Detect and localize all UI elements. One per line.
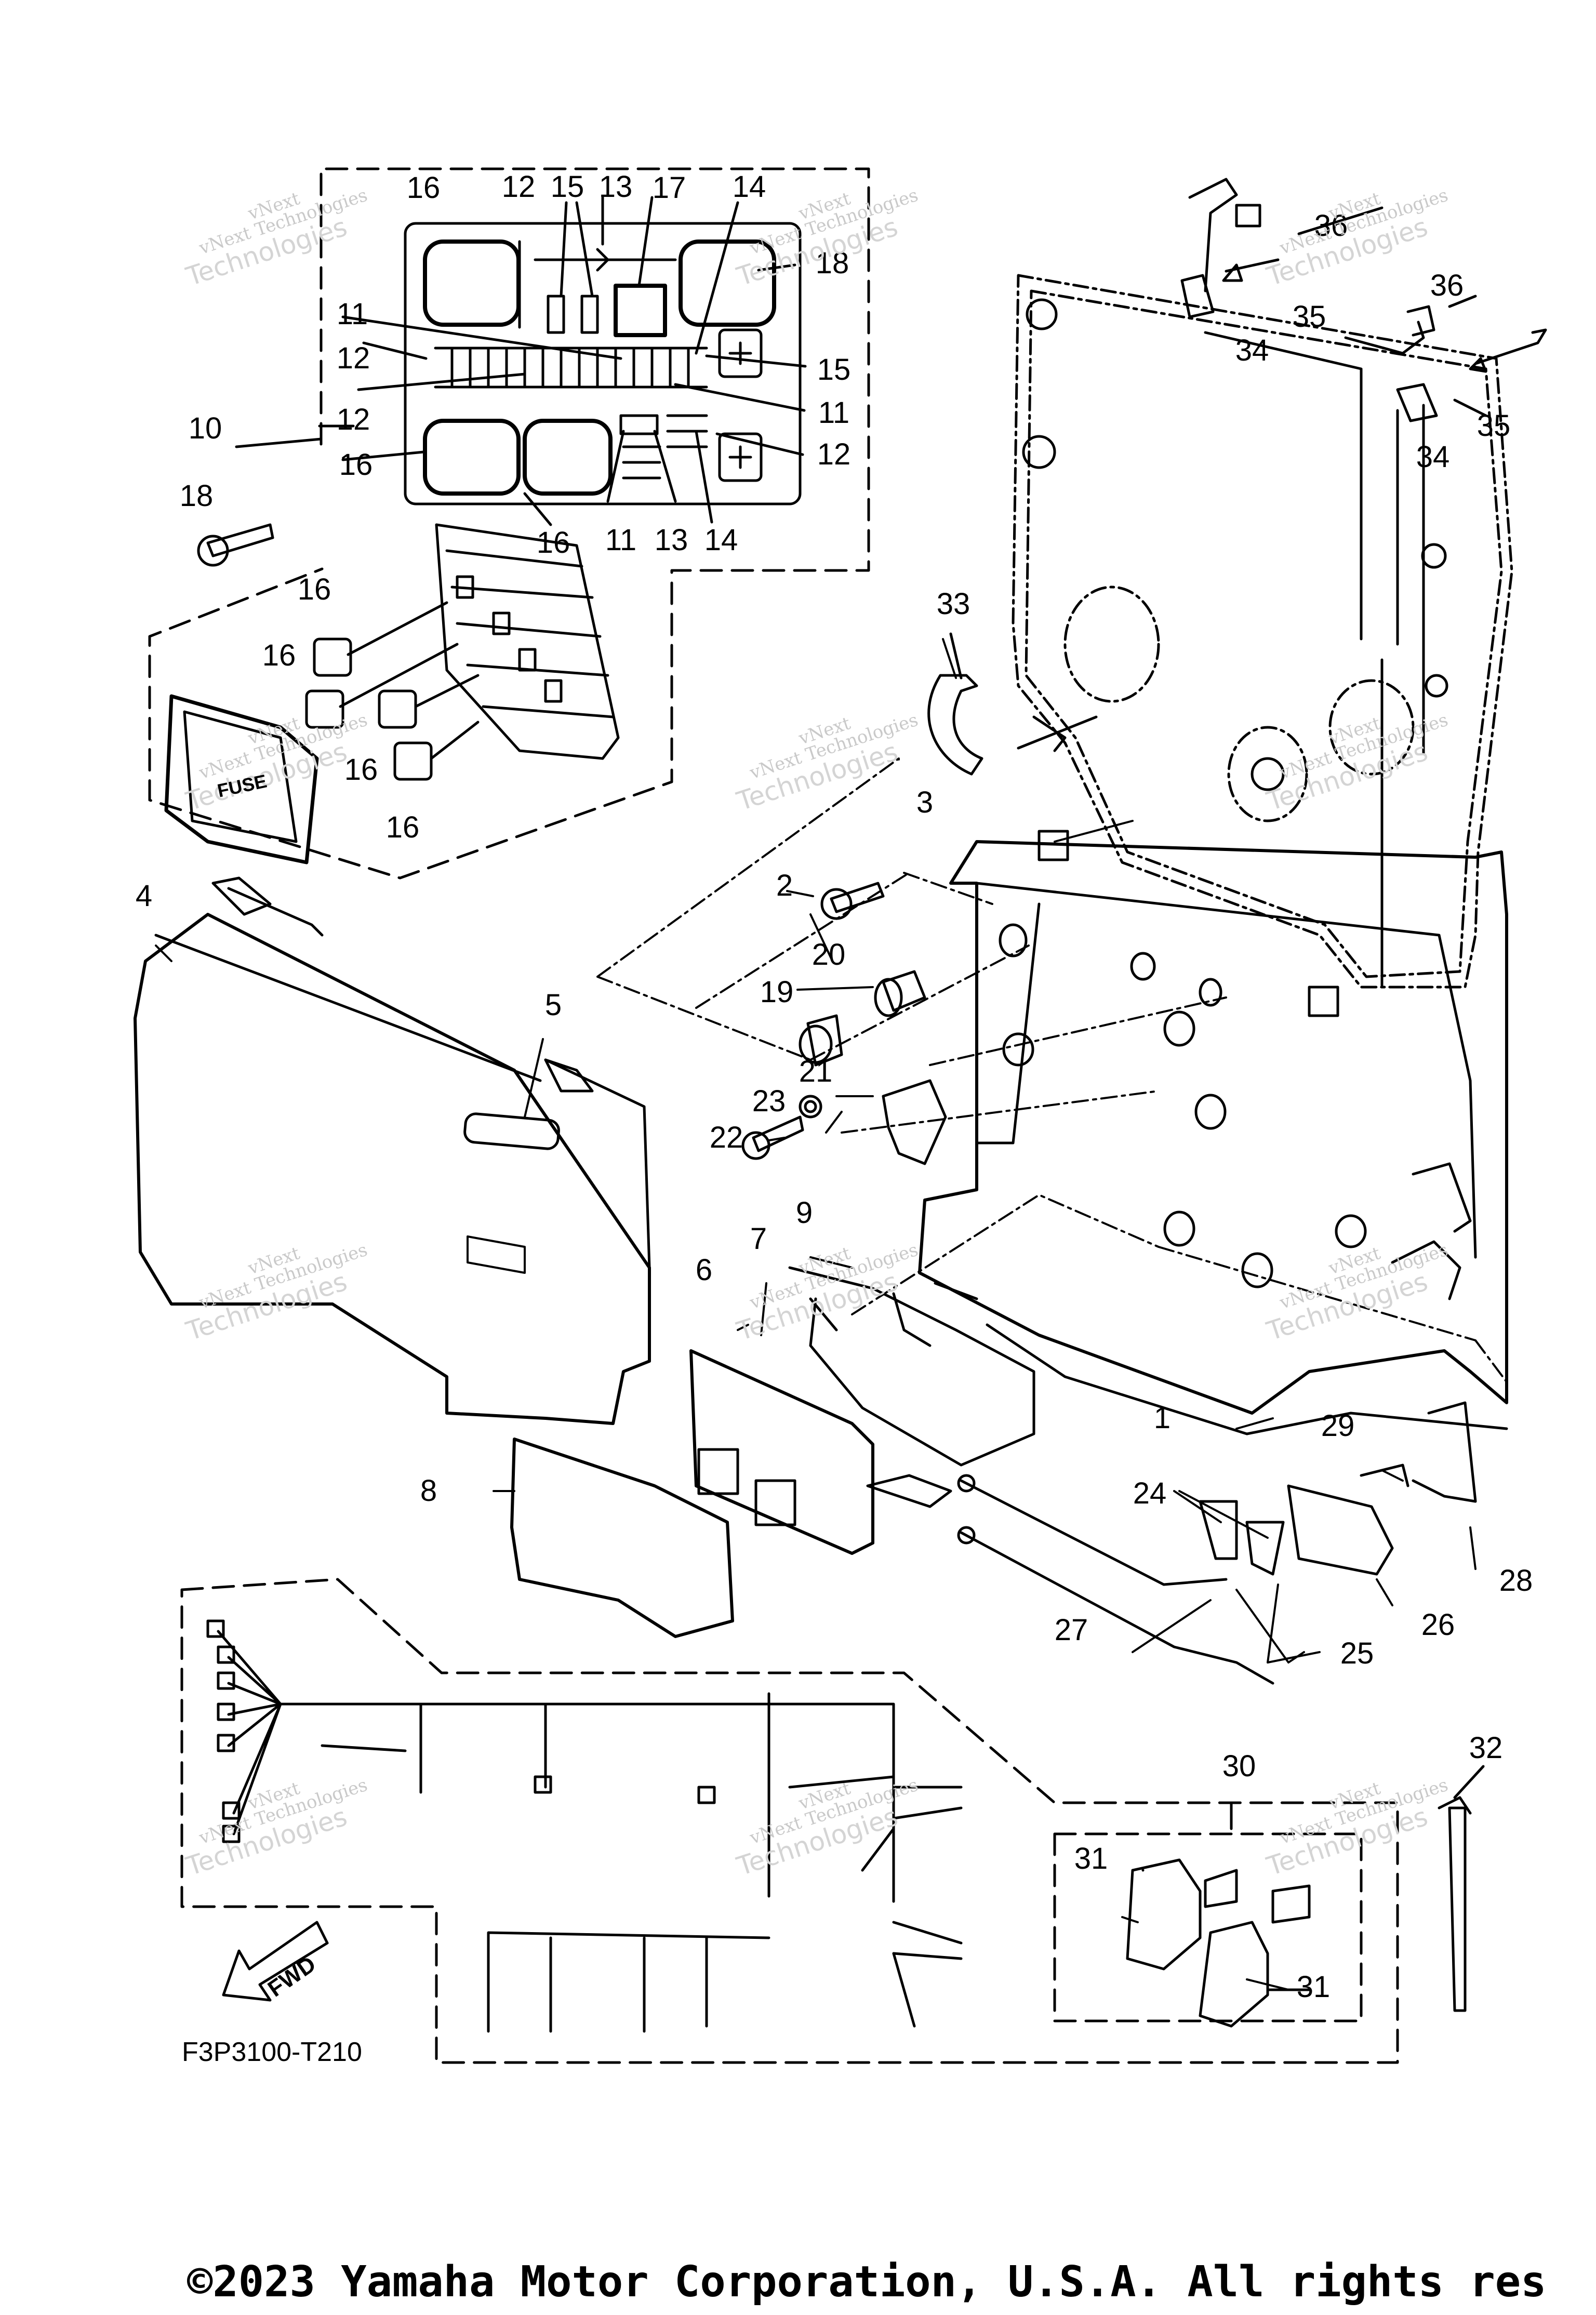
callout-16a: 16 — [406, 171, 441, 205]
callout-26: 26 — [1421, 1608, 1455, 1642]
callout-16c: 16 — [536, 526, 570, 560]
clips — [1180, 178, 1547, 646]
callout-11a: 11 — [336, 297, 368, 331]
callout-29: 29 — [1321, 1409, 1355, 1443]
callout-34b: 34 — [1416, 440, 1450, 474]
backplate — [1012, 274, 1513, 989]
copyright-notice: ©2023 Yamaha Motor Corporation, U.S.A. A… — [187, 2257, 1547, 2307]
callout-35b: 35 — [1477, 409, 1511, 443]
callout-25: 25 — [1340, 1637, 1374, 1670]
callout-24: 24 — [1133, 1476, 1167, 1510]
callout-11c: 11 — [605, 523, 637, 557]
callout-34a: 34 — [1235, 334, 1269, 367]
callout-16d: 16 — [297, 573, 331, 606]
callout-12d: 12 — [817, 437, 851, 471]
callout-3: 3 — [916, 786, 934, 819]
callout-21: 21 — [799, 1055, 833, 1088]
callout-32: 32 — [1469, 1731, 1503, 1765]
callout-9: 9 — [795, 1196, 813, 1230]
callout-11b: 11 — [818, 396, 850, 430]
callout-14a: 14 — [732, 170, 766, 204]
clamp-33 — [927, 674, 983, 776]
fuse-box-inset — [148, 167, 870, 880]
leader-33 — [949, 632, 963, 680]
callout-27: 27 — [1054, 1613, 1088, 1647]
electrical-box-cover — [134, 876, 651, 1425]
callout-13a: 13 — [598, 170, 633, 204]
callout-12a: 12 — [501, 170, 536, 204]
callout-7: 7 — [750, 1222, 767, 1256]
ecu — [689, 1266, 1035, 1555]
callout-23: 23 — [752, 1084, 786, 1118]
callout-22: 22 — [709, 1121, 743, 1154]
callout-16b: 16 — [339, 448, 373, 482]
callout-17: 17 — [652, 171, 686, 205]
callout-35a: 35 — [1292, 300, 1326, 334]
callout-18a: 18 — [179, 479, 214, 513]
callout-33: 33 — [936, 587, 970, 621]
callout-20: 20 — [812, 938, 846, 972]
cables-relays — [957, 1401, 1477, 1685]
connector-inset — [1053, 1765, 1485, 2028]
callout-13b: 13 — [654, 523, 688, 557]
callout-leaders — [155, 638, 1477, 1991]
callout-19: 19 — [760, 975, 794, 1009]
callout-15b: 15 — [817, 353, 851, 387]
bracket-8 — [510, 1438, 734, 1638]
callout-6: 6 — [695, 1253, 713, 1287]
callout-12b: 12 — [336, 341, 370, 375]
callout-36b: 36 — [1430, 269, 1464, 302]
callout-4: 4 — [135, 879, 153, 913]
callout-30: 30 — [1222, 1749, 1256, 1783]
wire-harness-inset — [180, 1578, 1399, 2064]
callout-28: 28 — [1499, 1564, 1533, 1598]
fuse-box-assembly — [164, 523, 620, 864]
callout-5: 5 — [544, 988, 562, 1022]
reference-code: F3P3100-T210 — [182, 2037, 362, 2067]
callout-12c: 12 — [336, 403, 370, 436]
electrical-box-base — [918, 830, 1508, 1435]
callout-31a: 31 — [1074, 1842, 1108, 1875]
callout-18b: 18 — [815, 246, 849, 280]
callout-16f: 16 — [344, 753, 378, 787]
callout-31b: 31 — [1296, 1970, 1331, 2004]
assembly-lines — [596, 757, 1508, 1383]
hardware — [741, 882, 947, 1165]
callout-8: 8 — [420, 1474, 437, 1508]
callout-15a: 15 — [550, 170, 584, 204]
callout-2: 2 — [776, 869, 793, 902]
callout-16e: 16 — [262, 638, 296, 672]
callout-14b: 14 — [704, 523, 738, 557]
callout-36a: 36 — [1314, 209, 1348, 243]
callout-10: 10 — [188, 411, 222, 445]
callout-16g: 16 — [385, 810, 420, 844]
fwd-arrow-icon — [222, 1921, 329, 2002]
callout-1: 1 — [1153, 1401, 1171, 1435]
